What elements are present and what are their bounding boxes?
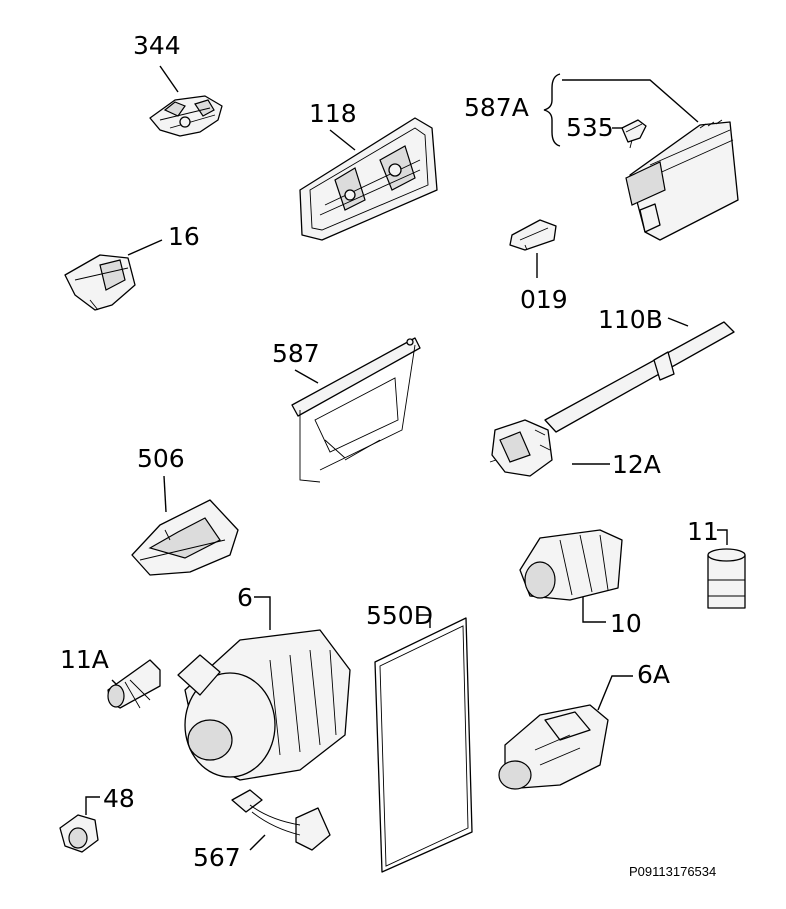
label-535: 535 — [566, 113, 614, 142]
leader-587 — [294, 369, 319, 384]
leader-587A — [562, 79, 699, 123]
part-506[interactable] — [131, 499, 239, 576]
leader-118 — [329, 129, 356, 151]
label-16: 16 — [168, 222, 200, 251]
label-019: 019 — [520, 285, 568, 314]
leader-6 — [254, 596, 271, 630]
part-535[interactable] — [621, 119, 647, 149]
label-110B: 110B — [598, 305, 663, 334]
part-587A[interactable] — [625, 119, 739, 241]
label-344: 344 — [133, 31, 181, 60]
leader-16 — [127, 239, 163, 256]
part-12A[interactable] — [489, 419, 553, 477]
leader-6A — [597, 675, 633, 711]
label-12A: 12A — [612, 450, 661, 479]
part-11A[interactable] — [107, 659, 161, 709]
part-118[interactable] — [299, 117, 438, 241]
leader-567 — [249, 834, 266, 851]
part-16[interactable] — [64, 254, 136, 311]
part-344[interactable] — [149, 95, 223, 137]
label-567: 567 — [193, 843, 241, 872]
part-6[interactable] — [177, 629, 351, 781]
label-6: 6 — [237, 583, 253, 612]
part-10[interactable] — [519, 529, 623, 601]
part-587[interactable] — [291, 337, 421, 483]
part-550D[interactable] — [374, 617, 473, 873]
part-6A[interactable] — [498, 704, 609, 790]
part-48[interactable] — [59, 814, 99, 853]
leader-48 — [85, 796, 100, 815]
bracket-587A — [543, 73, 561, 147]
leader-10 — [582, 597, 606, 623]
leader-110B — [667, 317, 689, 327]
label-10: 10 — [610, 609, 642, 638]
label-6A: 6A — [637, 660, 670, 689]
part-019[interactable] — [509, 219, 557, 251]
leader-506 — [163, 475, 167, 513]
label-48: 48 — [103, 784, 135, 813]
label-11A: 11A — [60, 645, 109, 674]
label-587: 587 — [272, 339, 320, 368]
part-567[interactable] — [231, 789, 331, 851]
part-110B[interactable] — [544, 321, 735, 433]
label-587A: 587A — [464, 93, 529, 122]
part-11[interactable] — [707, 548, 746, 609]
leader-344 — [159, 65, 179, 93]
label-11: 11 — [687, 517, 719, 546]
drawing-code: P09113176534 — [629, 864, 716, 879]
leader-550D — [418, 614, 431, 628]
label-506: 506 — [137, 444, 185, 473]
label-118: 118 — [309, 99, 357, 128]
leader-11 — [717, 529, 728, 545]
